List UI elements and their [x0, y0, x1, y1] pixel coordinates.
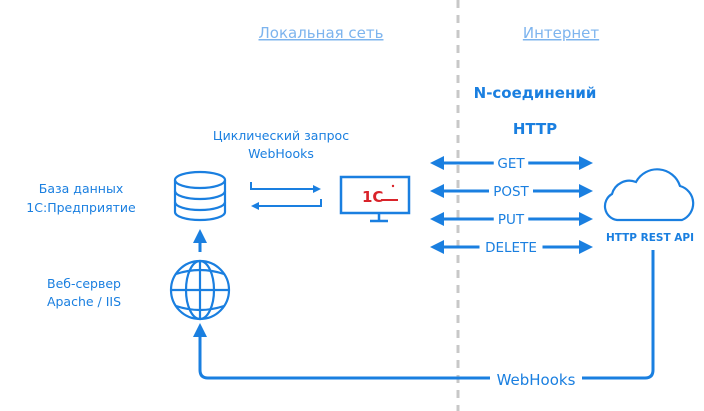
arrowhead-left — [430, 184, 444, 198]
database-icon — [173, 170, 227, 222]
database-label-line2: 1С:Предприятие — [26, 200, 136, 215]
monitor-1c-icon: 1С — [339, 175, 411, 223]
method-arrow-post: POST — [430, 182, 593, 200]
webserver-label-line2: Apache / IIS — [47, 294, 121, 309]
arrowhead-left — [430, 212, 444, 226]
method-label-bg — [479, 238, 543, 256]
arrowhead-right — [579, 240, 593, 254]
method-label-bg — [493, 210, 529, 228]
logo-1c: 1С — [362, 188, 383, 206]
arrowhead-right — [579, 156, 593, 170]
webhooks-return-path — [193, 250, 655, 380]
method-arrow-put: PUT — [430, 210, 593, 228]
method-label: POST — [493, 184, 529, 200]
cloud-icon — [603, 168, 695, 222]
method-label-bg — [493, 154, 529, 172]
cycle-request-line2: WebHooks — [248, 146, 314, 161]
method-label: GET — [497, 156, 525, 172]
method-label: PUT — [498, 212, 525, 228]
database-label-line1: База данных — [39, 181, 123, 196]
connections-count-label: N-соединений — [474, 84, 597, 102]
method-arrow-get: GET — [430, 154, 593, 172]
method-label: DELETE — [485, 240, 537, 256]
protocol-label: HTTP — [513, 120, 557, 138]
arrowhead-left — [430, 156, 444, 170]
webhooks-return-label: WebHooks — [497, 371, 576, 389]
cycle-request-arrows — [250, 182, 322, 210]
method-label-bg — [489, 182, 533, 200]
method-arrow-delete: DELETE — [430, 238, 593, 256]
api-label: HTTP REST API — [606, 232, 694, 244]
zone-internet-label: Интернет — [523, 24, 600, 42]
http-methods: GET POST PUT DELETE — [430, 154, 593, 256]
webhooks-label-bg — [490, 370, 582, 388]
webserver-label-line1: Веб-сервер — [47, 276, 121, 291]
zone-local-label: Локальная сеть — [259, 24, 384, 42]
arrowhead-right — [579, 212, 593, 226]
cycle-request-line1: Циклический запрос — [213, 128, 349, 143]
globe-icon — [169, 259, 231, 321]
arrowhead-right — [579, 184, 593, 198]
arrowhead-left — [430, 240, 444, 254]
